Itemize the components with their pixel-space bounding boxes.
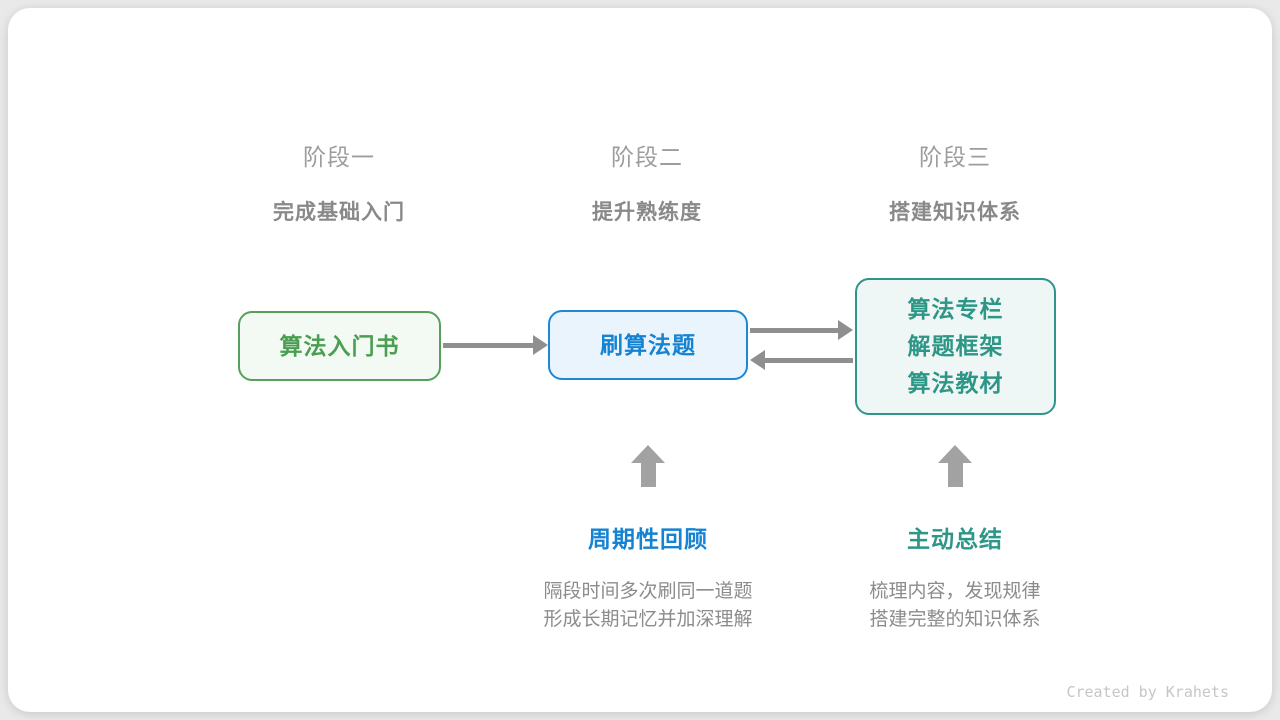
node-practice-problems-label: 刷算法题 bbox=[600, 331, 696, 358]
stage-column-1: 阶段一 完成基础入门 bbox=[179, 138, 499, 226]
node-knowledge-resources: 算法专栏 解题框架 算法教材 bbox=[855, 278, 1056, 415]
up-arrow-summary-icon bbox=[938, 445, 972, 487]
arrow-node1-to-node2-icon bbox=[443, 335, 548, 355]
up-arrow-stem bbox=[640, 463, 656, 487]
stage-2-subtitle: 提升熟练度 bbox=[592, 201, 702, 224]
node-intro-book-label: 算法入门书 bbox=[279, 332, 400, 359]
stage-2-label: 阶段二 bbox=[611, 144, 683, 170]
arrow-head-right-icon bbox=[533, 335, 548, 355]
annotation-periodic-review: 周期性回顾 隔段时间多次刷同一道题 形成长期记忆并加深理解 bbox=[478, 520, 818, 634]
diagram-card: 阶段一 完成基础入门 阶段二 提升熟练度 阶段三 搭建知识体系 算法入门书 刷算… bbox=[8, 8, 1272, 712]
annotation-active-summary-desc: 梳理内容，发现规律 搭建完整的知识体系 bbox=[785, 578, 1125, 634]
annotation-active-summary: 主动总结 梳理内容，发现规律 搭建完整的知识体系 bbox=[785, 520, 1125, 634]
up-arrow-head-icon bbox=[938, 445, 972, 463]
annotation-periodic-review-title: 周期性回顾 bbox=[588, 526, 708, 552]
stage-column-3: 阶段三 搭建知识体系 bbox=[795, 138, 1115, 226]
node-resource-line-3: 算法教材 bbox=[907, 370, 1004, 396]
node-resource-line-2: 解题框架 bbox=[907, 333, 1004, 359]
desc-line-2: 形成长期记忆并加深理解 bbox=[543, 609, 753, 630]
annotation-periodic-review-desc: 隔段时间多次刷同一道题 形成长期记忆并加深理解 bbox=[478, 578, 818, 634]
credit-text: Created by Krahets bbox=[1066, 683, 1229, 701]
annotation-active-summary-title: 主动总结 bbox=[907, 526, 1003, 552]
node-practice-problems: 刷算法题 bbox=[548, 310, 748, 380]
stage-1-subtitle: 完成基础入门 bbox=[273, 201, 405, 224]
arrow-head-right-icon bbox=[838, 320, 853, 340]
stage-1-label: 阶段一 bbox=[303, 144, 375, 170]
node-intro-book: 算法入门书 bbox=[238, 311, 441, 381]
desc-line-1: 梳理内容，发现规律 bbox=[869, 581, 1041, 602]
up-arrow-review-icon bbox=[631, 445, 665, 487]
arrow-node2-to-node3-icon bbox=[750, 320, 853, 340]
up-arrow-stem bbox=[947, 463, 963, 487]
desc-line-1: 隔段时间多次刷同一道题 bbox=[543, 581, 753, 602]
desc-line-2: 搭建完整的知识体系 bbox=[869, 609, 1041, 630]
stage-3-label: 阶段三 bbox=[919, 144, 991, 170]
arrow-line bbox=[443, 342, 533, 348]
stage-column-2: 阶段二 提升熟练度 bbox=[487, 138, 807, 226]
up-arrow-head-icon bbox=[631, 445, 665, 463]
arrow-line bbox=[765, 357, 853, 363]
stage-3-subtitle: 搭建知识体系 bbox=[889, 201, 1021, 224]
arrow-node3-to-node2-icon bbox=[750, 350, 853, 370]
arrow-head-left-icon bbox=[750, 350, 765, 370]
node-resource-line-1: 算法专栏 bbox=[907, 296, 1004, 322]
arrow-line bbox=[750, 327, 838, 333]
